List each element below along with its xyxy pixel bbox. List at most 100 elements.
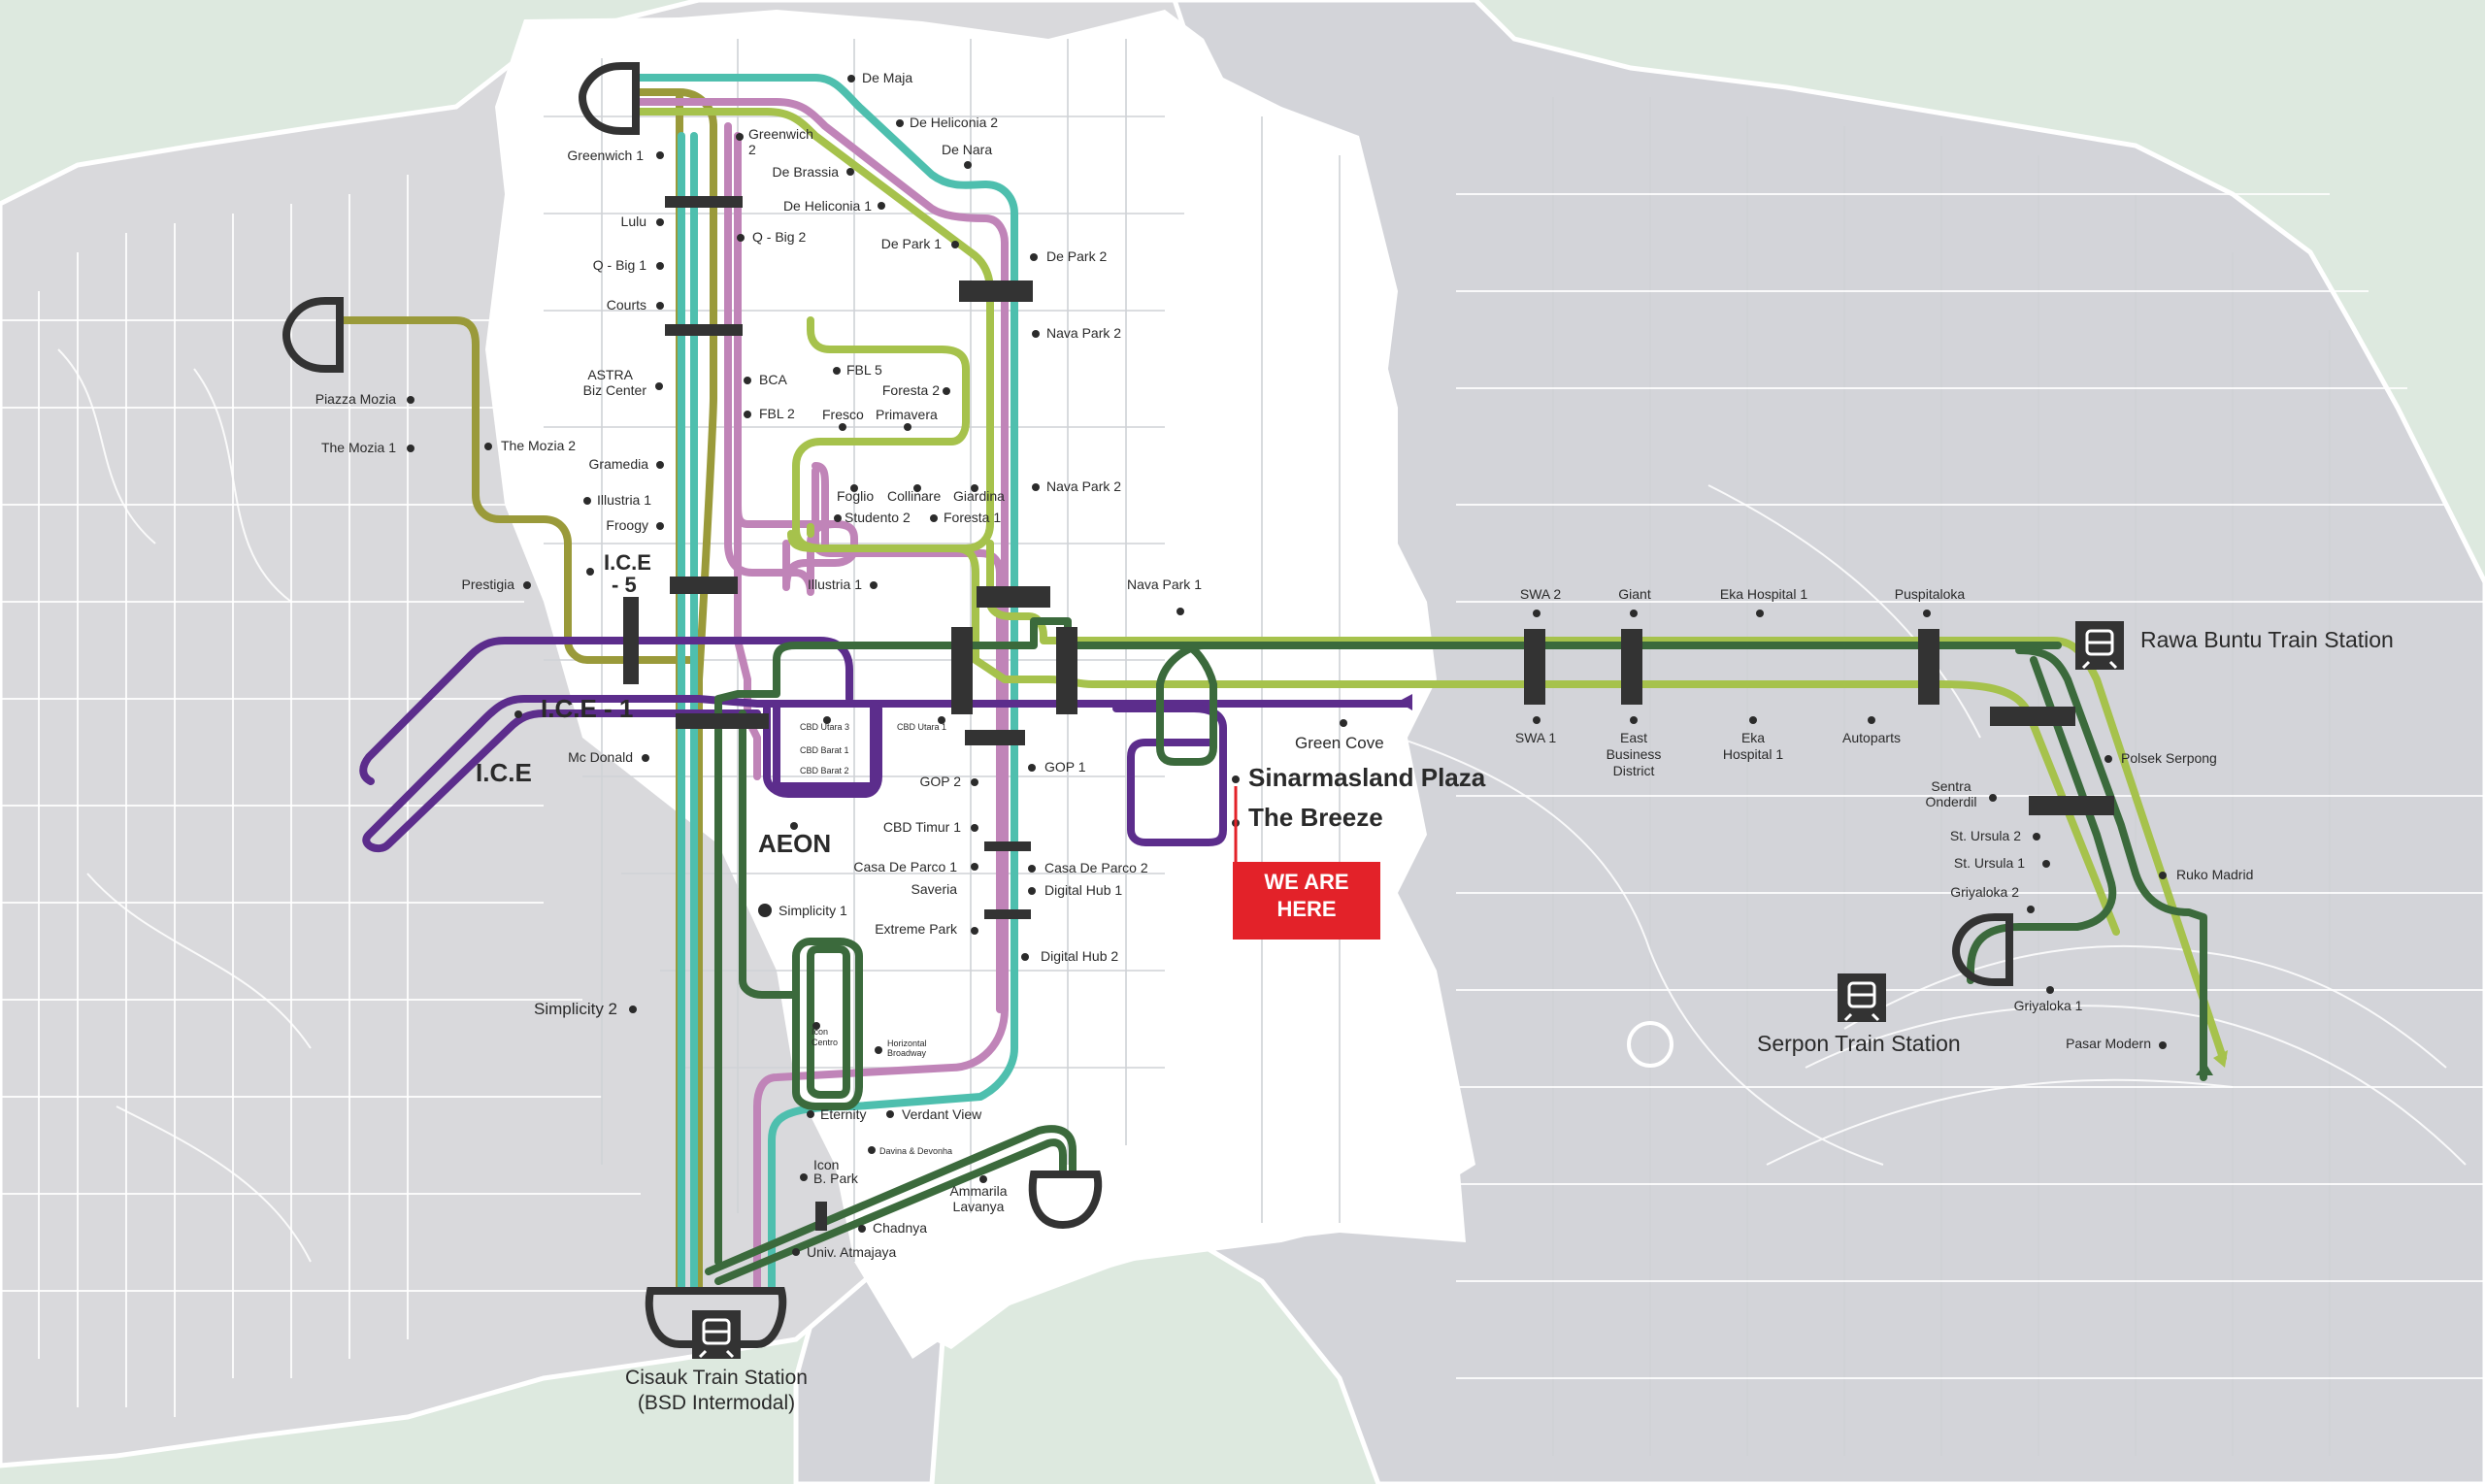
label-giardina: Giardina	[953, 488, 1005, 504]
label-fbl5: FBL 5	[846, 362, 882, 378]
label-serpon: Serpon Train Station	[1757, 1031, 1961, 1056]
label-sinarmasland-plaza: Sinarmasland Plaza	[1248, 763, 1486, 792]
terminal-piazza	[282, 297, 344, 373]
label-sentra-b: Onderdil	[1926, 794, 1977, 809]
label-foresta-1: Foresta 1	[944, 510, 1001, 525]
label-primavera: Primavera	[876, 407, 938, 422]
route-darkgreen-ammarila	[705, 1125, 1077, 1275]
route-darkgreen-east2	[1967, 656, 2117, 984]
label-eternity: Eternity	[820, 1106, 866, 1122]
label-sentra-a: Sentra	[1931, 778, 1971, 794]
label-green-cove: Green Cove	[1295, 734, 1384, 752]
label-cbd-timur-1: CBD Timur 1	[883, 819, 961, 835]
we-are-here-line2: HERE	[1276, 897, 1336, 921]
label-horizontal-b: Broadway	[887, 1048, 927, 1058]
label-de-park-2: De Park 2	[1046, 248, 1107, 264]
label-ice: I.C.E	[476, 758, 532, 787]
label-illustria-1: Illustria 1	[808, 577, 862, 592]
route-darkgreen-ammarila2	[714, 1138, 1067, 1285]
label-digital-hub-1: Digital Hub 1	[1044, 882, 1122, 898]
label-illustria-1-left: Illustria 1	[597, 492, 651, 508]
label-courts: Courts	[607, 297, 646, 313]
terminal-ammarila	[1028, 1171, 1103, 1230]
label-nava-park-1: Nava Park 1	[1127, 577, 1202, 592]
label-digital-hub-2: Digital Hub 2	[1041, 948, 1118, 964]
label-ice-1: I.C.E - 1	[541, 694, 633, 723]
route-darkgreen-centro	[807, 945, 850, 1099]
label-de-heliconia-1: De Heliconia 1	[783, 198, 872, 214]
stop-dots	[407, 75, 2167, 1256]
label-fresco: Fresco	[822, 407, 864, 422]
label-cisauk-1: Cisauk Train Station	[625, 1367, 808, 1389]
label-gop-1: GOP 1	[1044, 759, 1086, 775]
label-griyaloka-2: Griyaloka 2	[1950, 884, 2019, 900]
label-gop-2: GOP 2	[919, 774, 961, 789]
train-icon-serpon	[1838, 973, 1886, 1022]
label-verdant-view: Verdant View	[902, 1106, 982, 1122]
label-cisauk-2: (BSD Intermodal)	[638, 1392, 795, 1414]
label-aeon: AEON	[758, 829, 831, 858]
we-are-here-line1: WE ARE	[1264, 870, 1348, 894]
label-cbd-utara-1: CBD Utara 1	[897, 722, 946, 732]
label-swa-1: SWA 1	[1515, 730, 1556, 745]
core-area	[485, 10, 1475, 1359]
label-univ-atmajaya: Univ. Atmajaya	[807, 1244, 897, 1260]
label-prestigia: Prestigia	[462, 577, 515, 592]
label-polsek-serpong: Polsek Serpong	[2121, 750, 2217, 766]
route-pink	[632, 98, 1009, 1295]
label-simplicity-2: Simplicity 2	[534, 1000, 617, 1018]
train-icon-rawa-buntu	[2075, 621, 2124, 670]
core-area-south	[874, 1116, 1466, 1349]
landmark-labels: Sinarmasland Plaza The Breeze AEON I.C.E…	[476, 550, 1486, 858]
label-cbd-utara-3: CBD Utara 3	[800, 722, 849, 732]
label-cbd-barat-1: CBD Barat 1	[800, 745, 849, 755]
label-piazza-mozia: Piazza Mozia	[315, 391, 396, 407]
label-swa-2: SWA 2	[1520, 586, 1561, 602]
label-giant: Giant	[1618, 586, 1651, 602]
label-autoparts: Autoparts	[1842, 730, 1901, 745]
route-lime-inner	[787, 530, 2120, 936]
label-greenwich-1: Greenwich 1	[567, 148, 644, 163]
terminal-griyaloka	[1951, 913, 2013, 986]
label-icon-centro-a: Icon	[812, 1027, 828, 1037]
stop-bars	[623, 196, 2114, 1231]
label-nava-park-2-top: Nava Park 2	[1046, 325, 1121, 341]
station-labels: Rawa Buntu Train Station Serpon Train St…	[625, 627, 2394, 1414]
label-ammarila-a: Ammarila	[949, 1183, 1007, 1199]
label-de-heliconia-2: De Heliconia 2	[910, 115, 998, 130]
label-mc-donald: Mc Donald	[568, 749, 633, 765]
label-gramedia: Gramedia	[589, 456, 649, 472]
route-olive-west	[336, 316, 703, 664]
label-st-ursula-2: St. Ursula 2	[1950, 828, 2021, 843]
label-the-breeze: The Breeze	[1248, 803, 1383, 832]
label-ammarila-b: Lavanya	[953, 1199, 1005, 1214]
label-q-big-2: Q - Big 2	[752, 229, 806, 245]
label-rawa-buntu: Rawa Buntu Train Station	[2140, 627, 2394, 652]
label-casa-de-parco-2: Casa De Parco 2	[1044, 860, 1148, 875]
label-froogy: Froogy	[606, 517, 648, 533]
label-astra-b: Biz Center	[583, 382, 647, 398]
route-purple-breeze	[1112, 705, 1227, 846]
terminal-de-maja	[578, 62, 640, 135]
train-icon-cisauk	[692, 1310, 741, 1359]
route-darkgreen-core	[739, 709, 863, 1110]
label-east-a: East	[1620, 730, 1647, 745]
label-eka-a: Eka	[1741, 730, 1765, 745]
label-lulu: Lulu	[621, 214, 646, 229]
label-cbd-barat-2: CBD Barat 2	[800, 766, 849, 775]
route-darkgreen	[714, 617, 2062, 1266]
label-griyaloka-1: Griyaloka 1	[2014, 998, 2083, 1013]
label-casa-de-parco-1: Casa De Parco 1	[853, 859, 957, 874]
route-purple-cbd	[763, 705, 882, 798]
label-ice-5-a: I.C.E	[604, 550, 651, 575]
we-are-here-callout	[1233, 862, 1380, 940]
label-chadnya: Chadnya	[873, 1220, 927, 1236]
label-de-park-1: De Park 1	[881, 236, 942, 251]
label-ruko-madrid: Ruko Madrid	[2176, 867, 2253, 882]
label-foglio: Foglio	[837, 488, 874, 504]
label-studento-2: Studento 2	[845, 510, 911, 525]
label-davina: Davina & Devonha	[879, 1146, 952, 1156]
train-icons	[692, 621, 2124, 1359]
